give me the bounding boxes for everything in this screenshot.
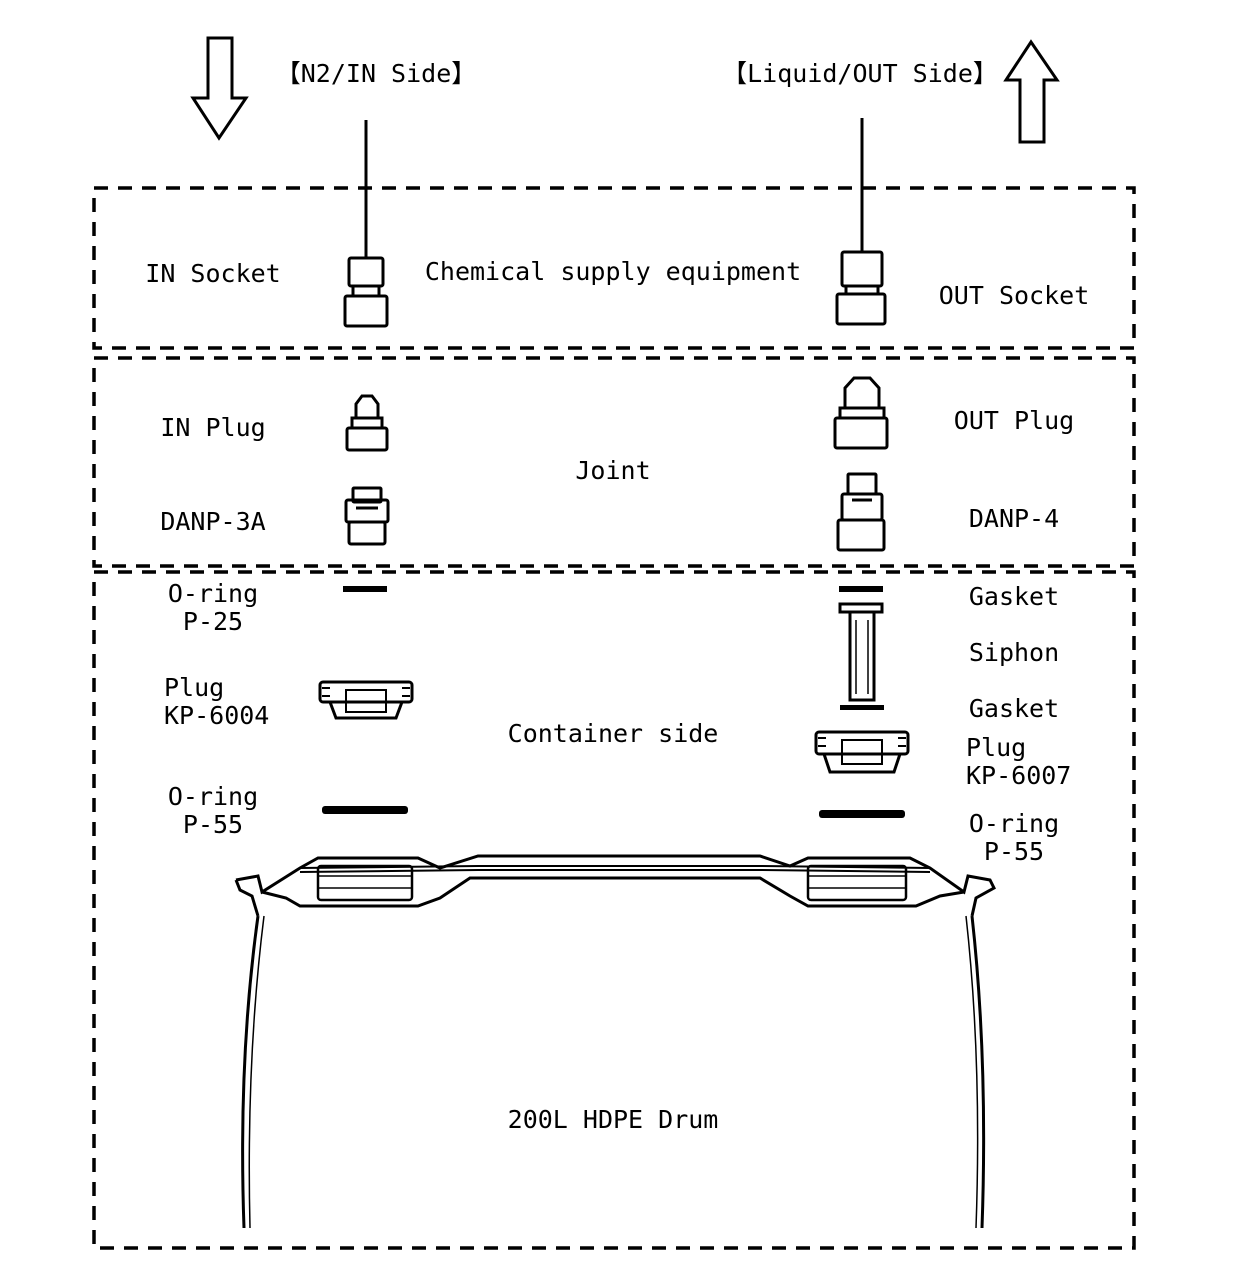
danp-3a-label: DANP-3A — [160, 507, 266, 536]
oring-p55-out-shape — [819, 810, 905, 818]
plug-kp-6004-shape — [318, 680, 414, 720]
plug-kp-6007-label: Plug KP-6007 — [966, 734, 1071, 790]
oring-p25-line2: P-25 — [182, 607, 244, 636]
oring-p55-out-label: O-ring P-55 — [969, 810, 1059, 866]
oring-p25-shape — [343, 586, 387, 592]
gasket-top-shape — [839, 586, 883, 592]
in-side-header: 【N2/IN Side】 — [275, 59, 477, 88]
oring-p55-out-line1: O-ring — [968, 809, 1060, 838]
siphon-label: Siphon — [968, 638, 1060, 667]
plug-kp-6004-line1: Plug — [164, 673, 225, 702]
oring-p55-in-label: O-ring P-55 — [168, 783, 258, 839]
plug-kp-6007-line2: KP-6007 — [966, 761, 1072, 790]
oring-p25-label: O-ring P-25 — [168, 580, 258, 636]
out-socket-label: OUT Socket — [938, 281, 1090, 310]
drum-shape — [234, 854, 996, 1229]
out-side-header: 【Liquid/OUT Side】 — [722, 59, 998, 88]
gasket-bottom-label: Gasket — [968, 694, 1060, 723]
in-socket-label: IN Socket — [145, 259, 281, 288]
plug-kp-6004-label: Plug KP-6004 — [164, 674, 269, 730]
oring-p55-in-line1: O-ring — [167, 782, 259, 811]
in-socket-shape — [343, 256, 389, 328]
container-box — [92, 570, 1136, 1250]
out-arrow-up — [1003, 39, 1060, 144]
plug-kp-6007-shape — [814, 730, 910, 774]
in-plug-shape — [345, 394, 389, 452]
container-label: Container side — [507, 719, 719, 748]
plug-kp-6004-line2: KP-6004 — [164, 701, 270, 730]
oring-p55-in-line2: P-55 — [182, 810, 244, 839]
equipment-label: Chemical supply equipment — [424, 257, 802, 286]
out-plug-shape — [833, 376, 889, 450]
out-plug-label: OUT Plug — [953, 406, 1075, 435]
in-arrow-down — [190, 36, 249, 141]
in-plug-label: IN Plug — [160, 413, 266, 442]
drum-label: 200L HDPE Drum — [507, 1105, 719, 1134]
oring-p55-in-shape — [322, 806, 408, 814]
gasket-bottom-shape — [840, 705, 884, 710]
danp-4-shape — [836, 472, 886, 552]
danp-4-label: DANP-4 — [968, 504, 1060, 533]
plug-kp-6007-line1: Plug — [966, 733, 1027, 762]
oring-p25-line1: O-ring — [167, 579, 259, 608]
joint-label: Joint — [575, 456, 651, 485]
siphon-shape — [838, 602, 884, 702]
danp-3a-shape — [344, 486, 390, 546]
out-socket-shape — [835, 250, 887, 326]
oring-p55-out-line2: P-55 — [983, 837, 1045, 866]
gasket-top-label: Gasket — [968, 582, 1060, 611]
